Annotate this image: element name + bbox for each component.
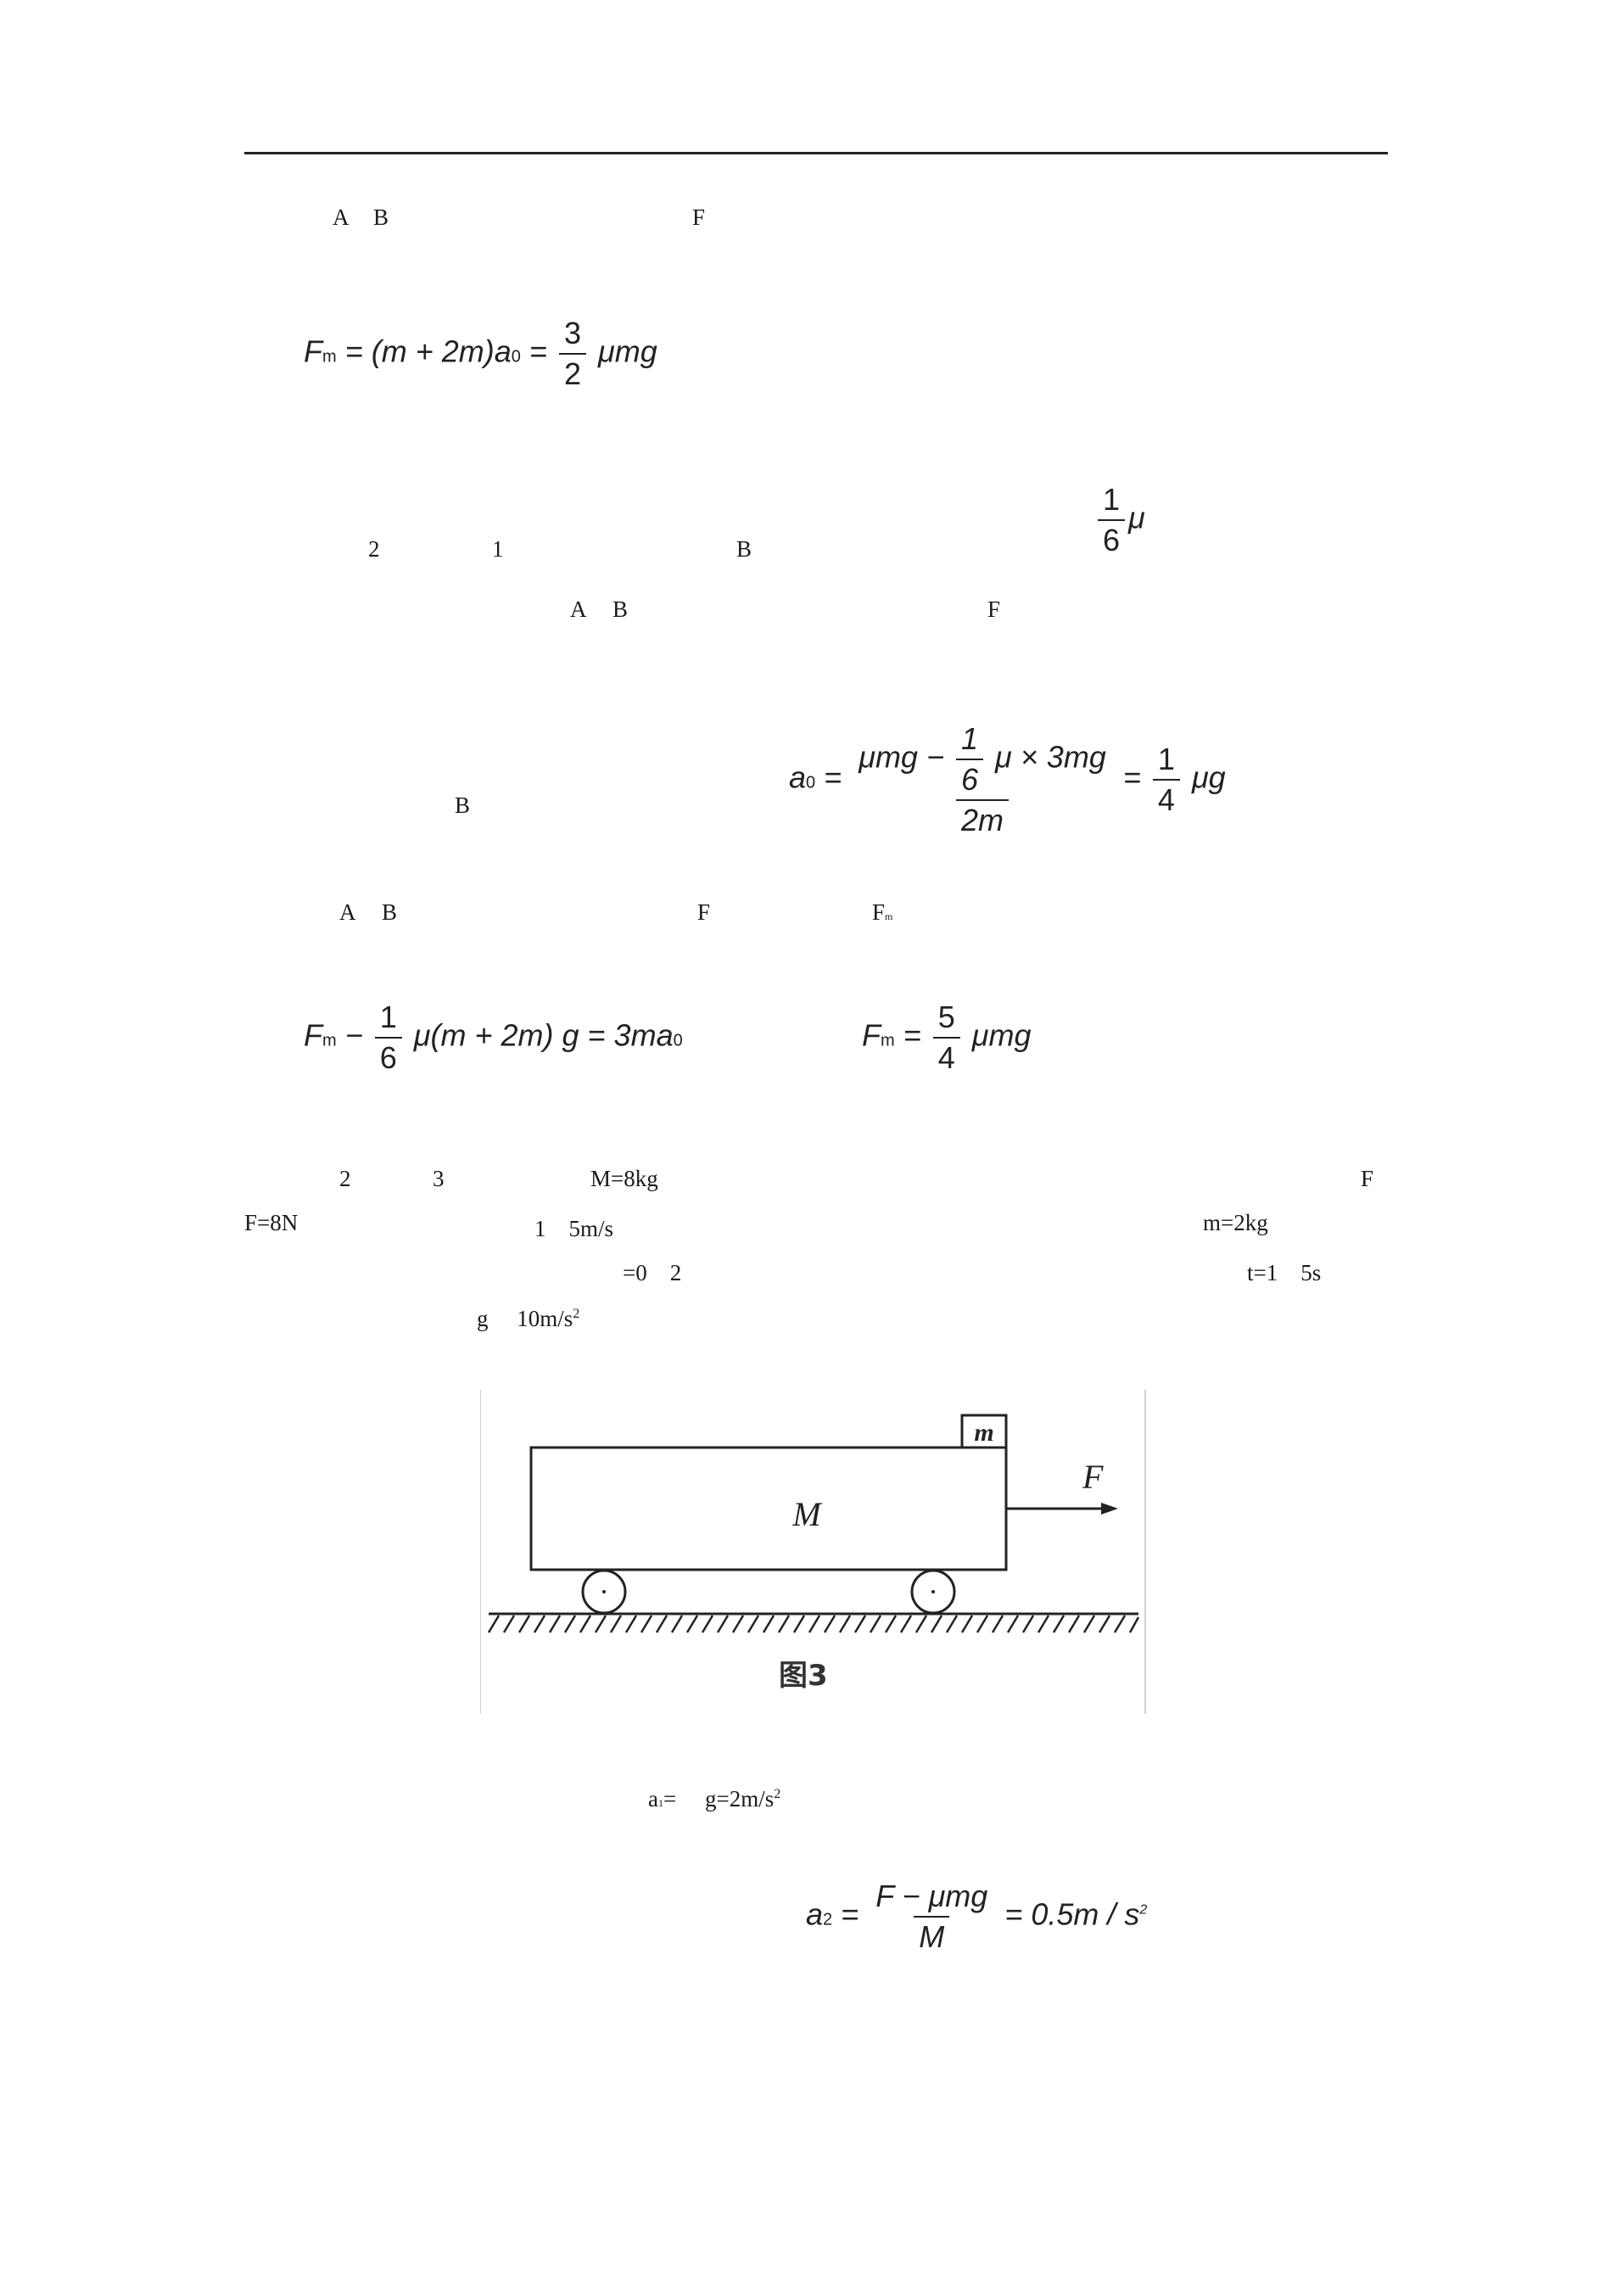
text-2: 2 <box>339 1166 351 1191</box>
text-B: B <box>736 536 752 562</box>
header-rule <box>244 152 1388 154</box>
text-mu: =0 2 <box>623 1260 682 1285</box>
force-arrow-label: F <box>1082 1458 1104 1496</box>
figure-caption: 图3 <box>779 1659 828 1693</box>
block-m-label: m <box>974 1419 993 1447</box>
text-A: A <box>570 596 587 622</box>
cart-M-label: M <box>791 1495 823 1533</box>
text-mass-M: M=8kg <box>590 1166 658 1191</box>
text-3: 3 <box>433 1166 445 1191</box>
text-B: B <box>373 204 389 230</box>
text-A: A <box>333 204 350 230</box>
text-Fm: Fm <box>872 899 893 925</box>
ground-hatching <box>487 1615 1140 1633</box>
text-mass-m: m=2kg <box>1203 1210 1268 1235</box>
text-F: F <box>697 899 711 925</box>
text-1: 1 <box>492 536 504 562</box>
text-force: F=8N <box>244 1210 299 1235</box>
text-B: B <box>382 899 398 925</box>
text-A: A <box>339 899 356 925</box>
text-F: F <box>1361 1166 1374 1191</box>
text-gravity: g 10m/s2 <box>477 1306 580 1331</box>
text-B: B <box>455 792 471 818</box>
cart-M <box>529 1446 1008 1571</box>
text-F: F <box>692 204 706 230</box>
text-velocity: 1 5m/s <box>534 1216 614 1241</box>
text-a1: a1= g=2m/s2 <box>648 1786 781 1812</box>
text-2: 2 <box>368 536 380 562</box>
text-B: B <box>612 596 629 622</box>
cart-diagram: m M F 图3 <box>480 1390 1146 1714</box>
text-F: F <box>987 596 1001 622</box>
text-time: t=1 5s <box>1247 1260 1322 1285</box>
